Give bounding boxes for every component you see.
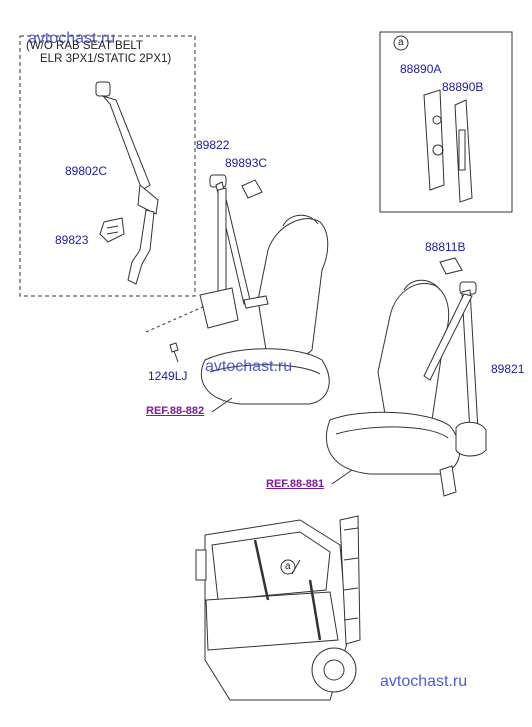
detail-a-marker: a xyxy=(398,37,404,48)
truck-a-marker-circle xyxy=(280,559,296,575)
part-label-88890b[interactable]: 88890B xyxy=(442,80,484,94)
truck-cab-drawing xyxy=(195,515,361,701)
part-label-88811b[interactable]: 88811B xyxy=(425,240,466,254)
left-seat-drawing xyxy=(200,214,330,405)
right-seat-drawing xyxy=(325,279,461,475)
ref1-leader-line xyxy=(211,397,233,413)
part-label-88890a[interactable]: 88890A xyxy=(400,62,442,76)
part-label-89823[interactable]: 89823 xyxy=(55,233,89,247)
variant-dashed-frame xyxy=(19,35,196,297)
ref-link-88-881[interactable]: REF.88-881 xyxy=(266,478,325,490)
detail-a-marker-circle xyxy=(393,35,409,51)
variant-note-line1: (W/O RAB SEAT BELT xyxy=(26,40,143,52)
bolt-1249lj-drawing xyxy=(145,305,206,363)
watermark-middle: avtochast.ru xyxy=(205,358,293,375)
watermark-bottom: avtochast.ru xyxy=(380,673,468,690)
part-label-89893c[interactable]: 89893C xyxy=(225,156,268,170)
ref2-leader-line xyxy=(331,469,353,485)
part-label-89822[interactable]: 89822 xyxy=(196,138,230,152)
ref-link-88-882[interactable]: REF.88-882 xyxy=(146,405,205,417)
left-seat-belt-drawing xyxy=(199,174,269,329)
part-label-89821[interactable]: 89821 xyxy=(491,362,525,376)
part-label-89802c[interactable]: 89802C xyxy=(65,164,108,178)
detail-a-brackets-drawing xyxy=(423,89,473,203)
detail-a-frame xyxy=(379,31,513,213)
right-seat-belt-drawing xyxy=(423,257,487,497)
watermark-top: avtochast.ru xyxy=(28,30,116,47)
seat-belt-static-drawing xyxy=(95,81,159,285)
truck-a-marker: a xyxy=(285,561,291,572)
variant-note-line2: ELR 3PX1/STATIC 2PX1) xyxy=(40,53,172,65)
part-label-1249lj[interactable]: 1249LJ xyxy=(148,369,188,383)
